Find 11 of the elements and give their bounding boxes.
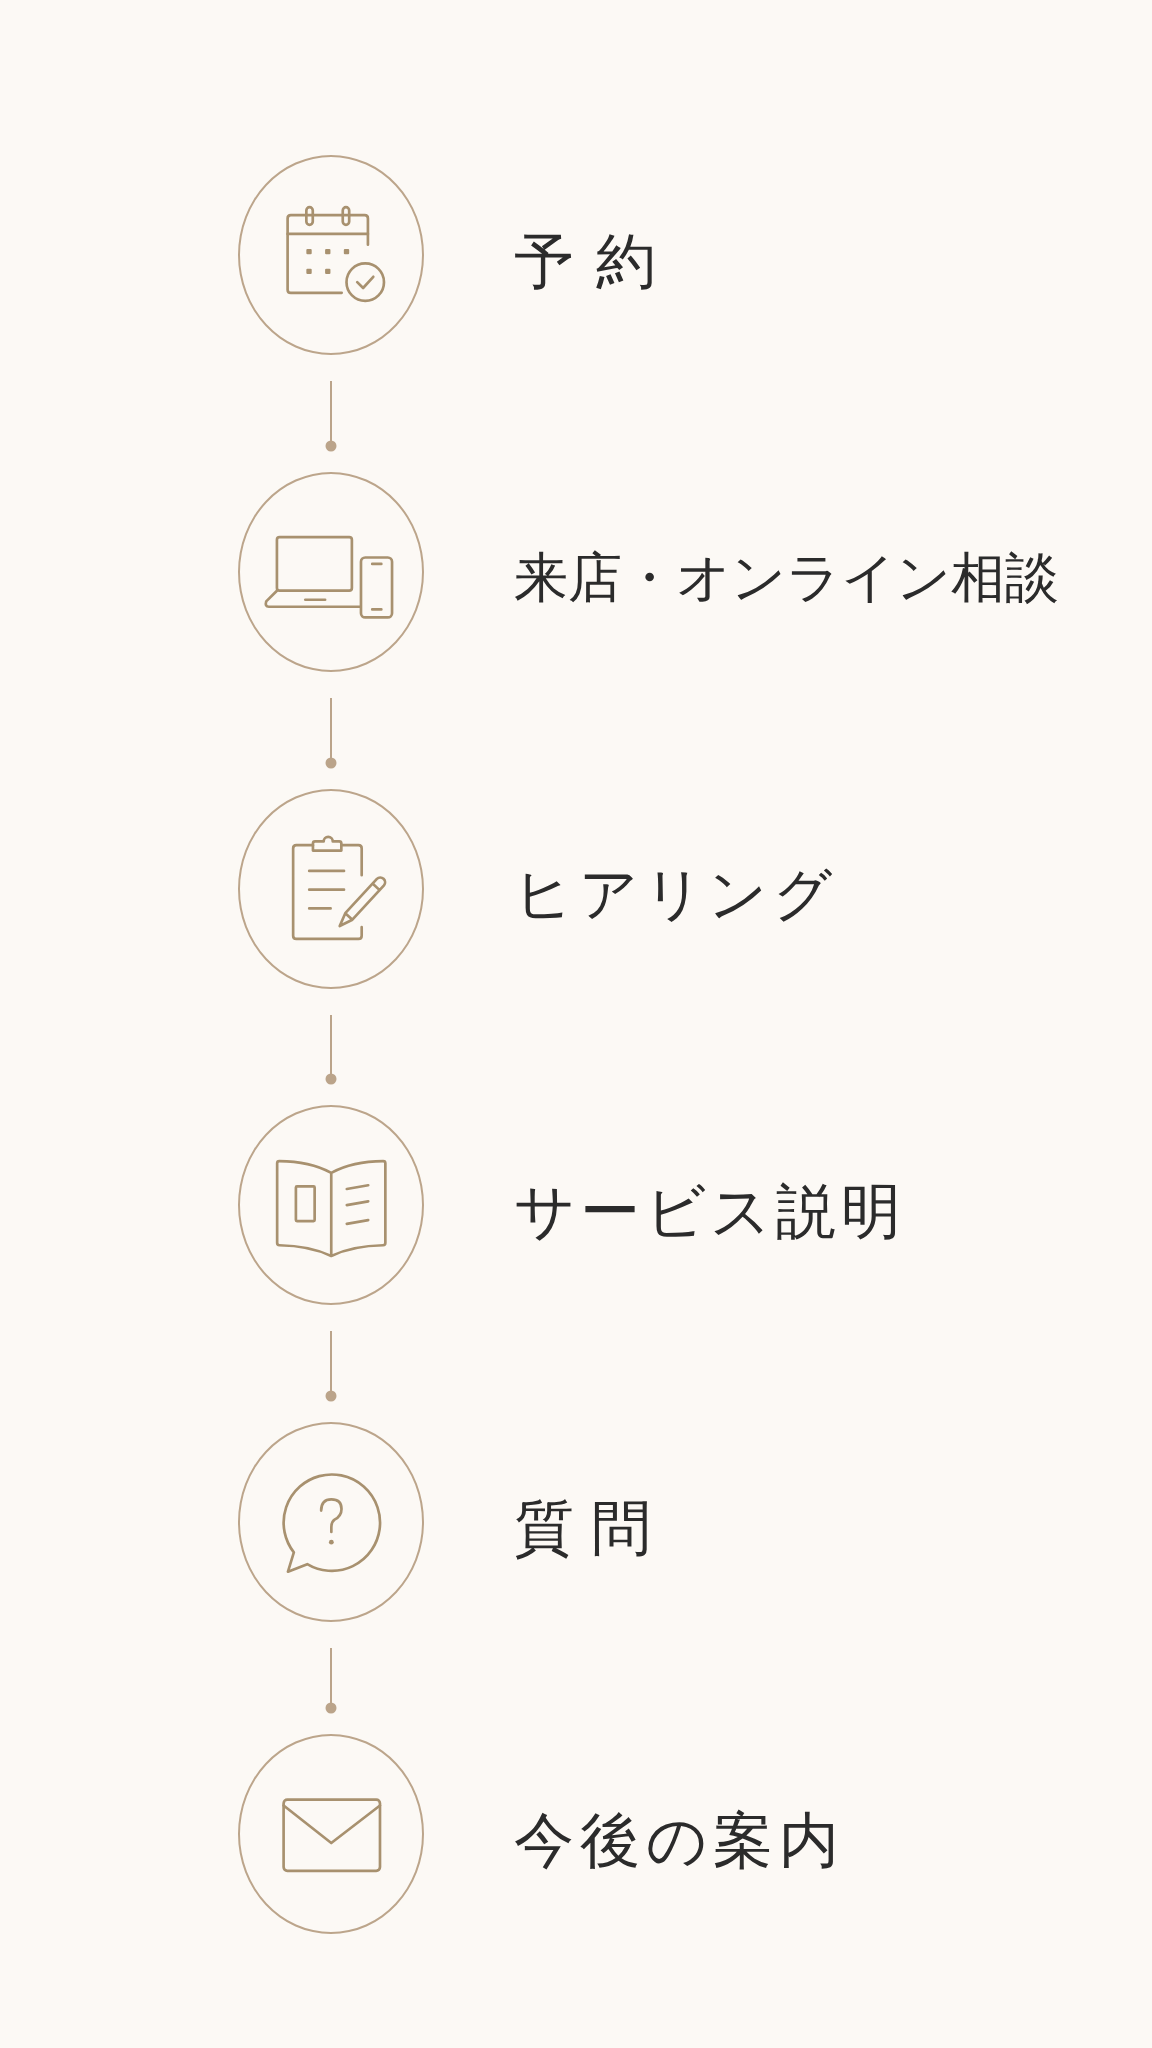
connector-line xyxy=(325,1647,337,1714)
step-label: サービス説明 xyxy=(514,1175,906,1247)
connector-line xyxy=(325,1330,337,1402)
step-label: 質問 xyxy=(514,1492,668,1564)
step-label: 今後の案内 xyxy=(514,1804,845,1876)
step-label: 来店・オンライン相談 xyxy=(514,545,1059,611)
connector-line xyxy=(325,697,337,769)
step-label: ヒアリング xyxy=(514,860,838,930)
connector-line xyxy=(325,1014,337,1085)
step-label: 予約 xyxy=(514,225,678,297)
connector-line xyxy=(325,380,337,452)
